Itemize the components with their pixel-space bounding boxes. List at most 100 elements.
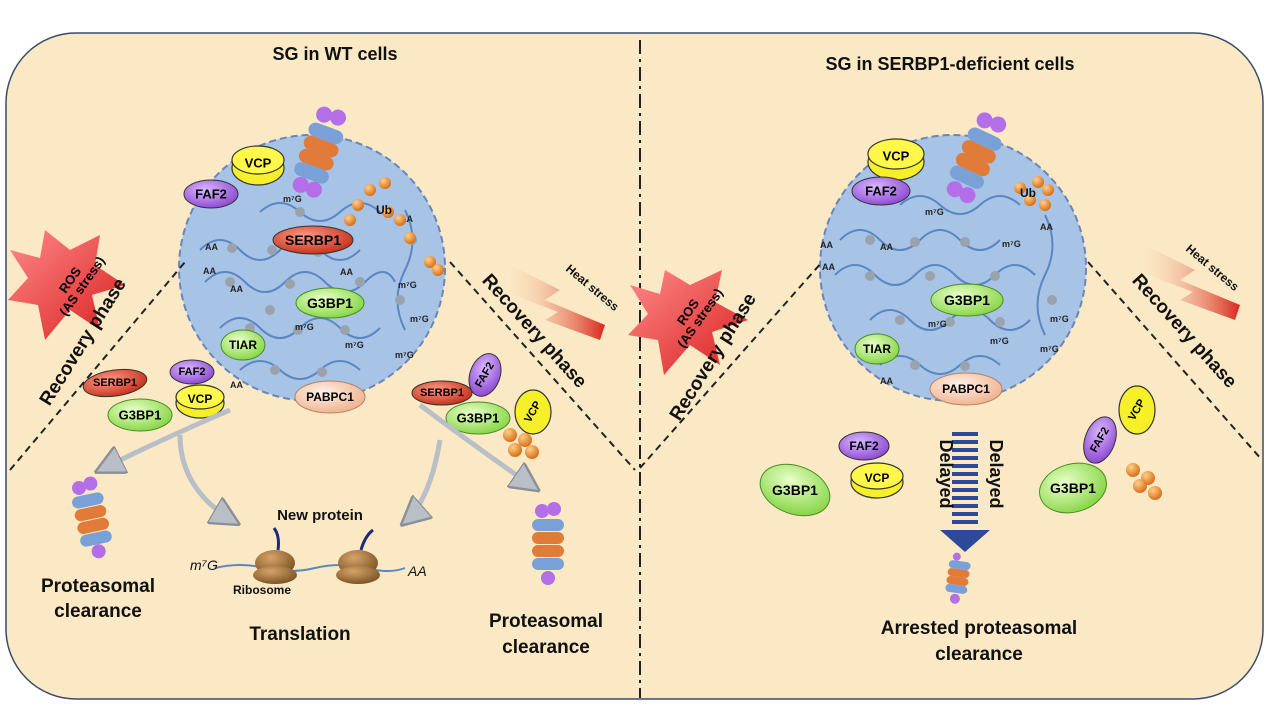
svg-text:TIAR: TIAR <box>863 342 891 356</box>
phase-boundary-right <box>1087 261 1263 461</box>
delayed-arrow <box>940 432 990 552</box>
proteasome-icon <box>72 476 112 559</box>
ubiquitin-chain <box>344 177 444 276</box>
m7g-cap-label: m⁷G <box>398 280 417 290</box>
delayed-label-left: Delayed <box>936 439 956 508</box>
m7g-cap-label: m⁷G <box>1050 314 1069 324</box>
g3bp1-protein: G3BP1 <box>1039 462 1107 514</box>
m7g-cap-label: m⁷G <box>190 557 218 573</box>
svg-text:G3BP1: G3BP1 <box>119 408 162 423</box>
phase-boundary-left-right <box>449 261 636 471</box>
svg-text:VCP: VCP <box>188 392 213 406</box>
g3bp1-protein: G3BP1 <box>445 401 511 435</box>
svg-text:PABPC1: PABPC1 <box>942 382 990 396</box>
svg-text:SERBP1: SERBP1 <box>420 387 464 399</box>
arrested-clearance-label: clearance <box>935 644 1023 665</box>
svg-text:FAF2: FAF2 <box>179 366 206 378</box>
svg-text:TIAR: TIAR <box>229 338 257 352</box>
svg-text:G3BP1: G3BP1 <box>307 295 353 311</box>
ribosome-label: Ribosome <box>233 583 291 597</box>
m7g-cap-label: m⁷G <box>990 336 1009 346</box>
poly-a-label: AA <box>205 242 218 252</box>
m7g-cap-label: m⁷G <box>395 350 414 360</box>
ribosome-icon <box>253 527 380 584</box>
pabpc1-protein: PABPC1 <box>929 372 1003 406</box>
vcp-protein: VCP <box>850 462 904 499</box>
faf2-protein: FAF2 <box>838 431 890 461</box>
poly-a-label: AA <box>822 262 835 272</box>
proteasome-icon <box>532 502 564 585</box>
poly-a-label: AA <box>880 242 893 252</box>
translation-mrna: m⁷G AA <box>190 557 427 579</box>
g3bp1-protein: G3BP1 <box>295 287 365 319</box>
poly-a-label: AA <box>400 214 413 224</box>
faf2-protein: FAF2 <box>183 179 239 209</box>
proteasome-icon <box>292 106 347 198</box>
ubiquitin-chain <box>503 428 539 459</box>
serbp1-protein: SERBP1 <box>272 225 354 255</box>
faf2-protein: FAF2 <box>468 353 502 397</box>
poly-a-label: AA <box>880 376 893 386</box>
phase-boundary-right-left <box>639 261 823 469</box>
svg-text:SERBP1: SERBP1 <box>93 377 137 389</box>
flow-arrows <box>100 402 535 522</box>
delayed-label-right: Delayed <box>986 439 1006 508</box>
vcp-protein: VCP <box>231 145 285 186</box>
poly-a-label: AA <box>230 380 243 390</box>
faf2-protein: FAF2 <box>851 176 911 206</box>
vcp-protein: VCP <box>867 138 925 181</box>
ub-label: Ub <box>1020 186 1036 200</box>
new-protein-label: New protein <box>277 507 363 524</box>
right-panel-title: SG in SERBP1-deficient cells <box>825 54 1074 74</box>
g3bp1-protein: G3BP1 <box>930 283 1004 317</box>
m7g-cap-label: m⁷G <box>925 207 944 217</box>
m7g-cap-label: m⁷G <box>295 322 314 332</box>
svg-text:FAF2: FAF2 <box>849 439 879 453</box>
proteasome-icon <box>945 552 971 604</box>
poly-a-label: AA <box>230 284 243 294</box>
proteasomal-clearance-left: Proteasomal <box>41 576 155 597</box>
proteasomal-clearance-right: Proteasomal <box>489 611 603 632</box>
left-panel-title: SG in WT cells <box>272 44 397 64</box>
poly-a-label: AA <box>340 267 353 277</box>
proteasomal-clearance-left: clearance <box>54 601 142 622</box>
poly-a-label: AA <box>407 563 427 579</box>
poly-a-label: AA <box>203 266 216 276</box>
serbp1-protein: SERBP1 <box>82 368 148 398</box>
translation-label: Translation <box>249 624 350 645</box>
svg-text:VCP: VCP <box>245 156 272 171</box>
proteasome-icon <box>946 112 1007 204</box>
vcp-protein: VCP <box>1118 385 1156 435</box>
svg-text:FAF2: FAF2 <box>195 187 227 202</box>
vcp-protein: VCP <box>514 389 552 435</box>
arrested-clearance-label: Arrested proteasomal <box>881 618 1077 639</box>
ros-stress-star-right: ROS (AS stress) <box>628 270 748 375</box>
m7g-cap-label: m⁷G <box>928 319 947 329</box>
svg-text:PABPC1: PABPC1 <box>306 390 354 404</box>
g3bp1-protein: G3BP1 <box>107 398 173 432</box>
svg-text:G3BP1: G3BP1 <box>457 411 500 426</box>
m7g-cap-label: m⁷G <box>345 340 364 350</box>
g3bp1-protein: G3BP1 <box>759 463 831 517</box>
m7g-cap-label: m⁷G <box>1002 239 1021 249</box>
proteasomal-clearance-right: clearance <box>502 637 590 658</box>
ubiquitin-chain <box>1126 463 1162 500</box>
tiar-protein: TIAR <box>220 329 266 361</box>
poly-a-label: AA <box>820 240 833 250</box>
tiar-protein: TIAR <box>854 333 900 365</box>
svg-text:G3BP1: G3BP1 <box>1050 480 1096 496</box>
svg-text:SERBP1: SERBP1 <box>285 232 341 248</box>
svg-text:VCP: VCP <box>883 149 910 164</box>
m7g-cap-label: m⁷G <box>410 314 429 324</box>
svg-text:G3BP1: G3BP1 <box>944 292 990 308</box>
ub-label: Ub <box>376 203 392 217</box>
ubiquitin-chain <box>1014 176 1054 211</box>
svg-text:FAF2: FAF2 <box>865 184 897 199</box>
phase-boundary-left <box>9 261 186 471</box>
serbp1-protein: SERBP1 <box>411 380 473 406</box>
pabpc1-protein: PABPC1 <box>294 380 366 414</box>
vcp-protein: VCP <box>175 384 225 419</box>
m7g-cap-label: m⁷G <box>283 194 302 204</box>
